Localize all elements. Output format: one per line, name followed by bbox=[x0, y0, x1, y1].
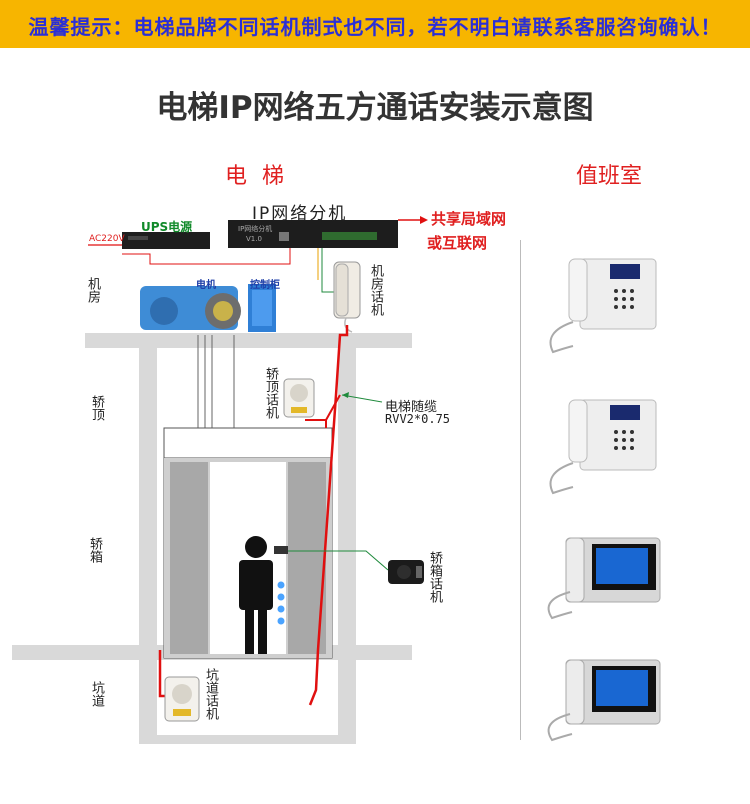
duty-phone-4 bbox=[547, 659, 661, 742]
pit-phone-label: 坑道话机 bbox=[203, 668, 218, 720]
ip-unit-label: IP网络分机 bbox=[252, 204, 348, 224]
control-cabinet-label: 控制柜 bbox=[250, 280, 280, 291]
cable-label-2: RVV2*0.75 bbox=[385, 412, 451, 426]
zone-machine-room: 机房 bbox=[85, 277, 100, 303]
duty-phone-3 bbox=[547, 537, 661, 620]
ip-unit-panel-text: IP网络分机 bbox=[238, 225, 273, 233]
machine-room-floor bbox=[85, 333, 412, 348]
duty-phone-2 bbox=[549, 399, 657, 495]
zone-pit: 坑道 bbox=[89, 681, 104, 707]
warning-banner bbox=[0, 0, 750, 48]
zone-car: 轿箱 bbox=[87, 537, 102, 563]
section-divider bbox=[520, 240, 521, 740]
trailing-cable bbox=[308, 325, 349, 706]
ups-label: UPS电源 bbox=[141, 220, 193, 234]
shaft-wall-left bbox=[139, 348, 157, 648]
network-label-1: 共享局域网 bbox=[431, 210, 507, 228]
section-duty-room: 值班室 bbox=[576, 164, 643, 189]
cable-label-1: 电梯随缆 bbox=[385, 400, 438, 415]
car-phone-label: 轿箱话机 bbox=[427, 551, 442, 603]
person-icon bbox=[245, 536, 267, 558]
car-door-left bbox=[170, 462, 208, 654]
ac-label: AC220V bbox=[89, 234, 125, 244]
pit-wall-right bbox=[338, 660, 356, 742]
zone-car-top: 轿顶 bbox=[89, 395, 104, 421]
shaft-wall-right bbox=[338, 348, 356, 648]
duty-phone-1 bbox=[549, 258, 657, 354]
ip-unit-version: V1.0 bbox=[246, 235, 262, 243]
motor-label: 电机 bbox=[196, 280, 216, 291]
pit-wall-left bbox=[139, 660, 157, 742]
machine-room-phone-label: 机房话机 bbox=[368, 264, 383, 316]
section-elevator: 电 梯 bbox=[225, 164, 288, 189]
page-title: 电梯IP网络五方通话安装示意图 bbox=[156, 90, 594, 126]
car-top-phone-label: 轿顶话机 bbox=[263, 367, 278, 419]
network-label-2: 或互联网 bbox=[427, 234, 488, 252]
pit-floor bbox=[139, 735, 356, 744]
warning-text: 温馨提示：电梯品牌不同话机制式也不同，若不明白请联系客服咨询确认！ bbox=[28, 15, 722, 39]
